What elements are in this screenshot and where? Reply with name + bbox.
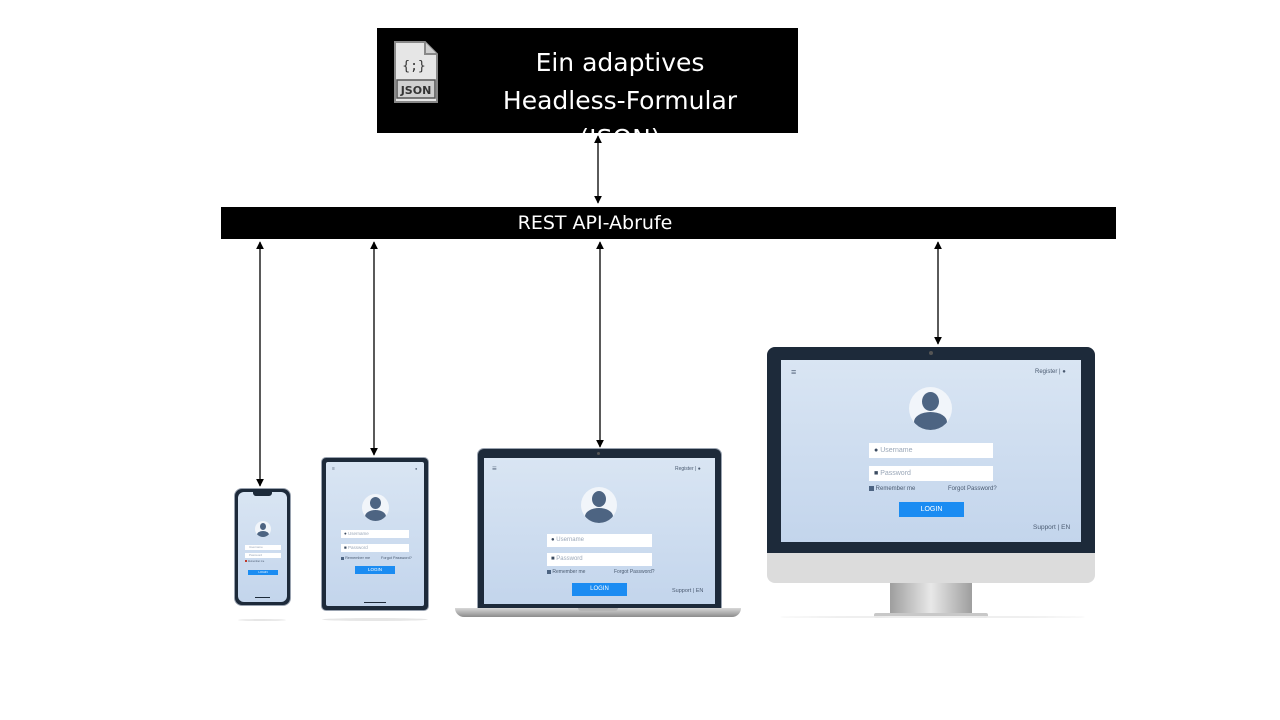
laptop-username-placeholder: Username (556, 537, 584, 543)
monitor-settings-icon[interactable]: ● (1062, 369, 1066, 375)
monitor-stand-foot (874, 613, 988, 618)
laptop-support-link[interactable]: Support (672, 588, 692, 594)
tablet-login-button[interactable]: LOGIN (355, 566, 395, 574)
monitor-forgot-link[interactable]: Forgot Password? (948, 486, 997, 492)
tablet-settings-icon[interactable]: ● (415, 466, 418, 471)
laptop-language[interactable]: EN (695, 588, 704, 594)
phone-remember-label: Remember me (247, 560, 265, 563)
monitor-remember-label: Remember me (875, 486, 916, 493)
phone-username-placeholder: Username (249, 545, 263, 549)
laptop-screen: ≡ Register | ● ● Username ■ Password Rem… (484, 458, 715, 604)
json-icon-label: JSON (400, 84, 432, 97)
laptop-forgot-link[interactable]: Forgot Password? (614, 569, 655, 575)
monitor-username-placeholder: Username (880, 447, 913, 454)
tablet-lock-icon: ■ (344, 545, 347, 550)
monitor-password-placeholder: Password (880, 470, 911, 477)
monitor-footer-links: Support | EN (1033, 524, 1070, 531)
phone-login-button[interactable]: LOGIN (248, 570, 278, 575)
monitor-footer-separator: | (1057, 524, 1060, 531)
monitor-language[interactable]: EN (1061, 524, 1071, 531)
monitor-remember[interactable]: Remember me (869, 486, 915, 492)
phone-avatar (255, 521, 271, 537)
phone-home-bar (255, 597, 270, 598)
laptop-menu-icon[interactable]: ≡ (492, 464, 497, 473)
tablet-screen: ≡ ● ● Username ■ Password Remember me Fo… (326, 462, 424, 606)
laptop-password-field[interactable]: ■ Password (547, 553, 652, 566)
tablet-menu-icon[interactable]: ≡ (332, 466, 335, 472)
laptop-login-button[interactable]: LOGIN (572, 583, 627, 596)
tablet: ≡ ● ● Username ■ Password Remember me Fo… (321, 457, 429, 611)
phone-password-placeholder: Password (249, 553, 263, 557)
phone-password-field[interactable]: Password (245, 553, 281, 558)
tablet-user-icon: ● (344, 531, 347, 536)
api-bar (221, 207, 1116, 239)
phone-remember[interactable]: Remember me (245, 560, 264, 563)
tablet-username-placeholder: Username (347, 531, 369, 536)
monitor-lock-icon: ■ (874, 470, 879, 477)
title-line-1: Ein adaptives (535, 48, 705, 77)
phone-shadow (238, 619, 286, 621)
tablet-remember-label: Remember me (345, 556, 371, 560)
laptop: ≡ Register | ● ● Username ■ Password Rem… (477, 448, 722, 610)
laptop-login-label: LOGIN (590, 586, 609, 592)
laptop-forgot-label: Forgot Password? (614, 569, 655, 575)
tablet-remember[interactable]: Remember me (341, 556, 370, 560)
monitor-login-label: LOGIN (920, 506, 943, 513)
laptop-avatar (581, 487, 617, 523)
json-icon-symbol: {;} (402, 59, 425, 74)
tablet-password-placeholder: Password (347, 545, 368, 550)
monitor-register-separator: | (1059, 369, 1061, 375)
phone-username-field[interactable]: Username (245, 545, 281, 550)
phone-screen: Username Password Remember me LOGIN (238, 492, 287, 602)
monitor-password-field[interactable]: ■ Password (869, 466, 993, 481)
laptop-footer-links: Support | EN (672, 588, 703, 594)
tablet-login-label: LOGIN (367, 567, 382, 572)
laptop-user-icon: ● (551, 537, 555, 543)
monitor-username-field[interactable]: ● Username (869, 443, 993, 458)
monitor-avatar (909, 387, 952, 430)
monitor-login-button[interactable]: LOGIN (899, 502, 964, 517)
monitor-stand-neck (890, 583, 972, 615)
title-box (377, 28, 798, 133)
laptop-base-notch (578, 608, 618, 611)
tablet-home-bar (364, 602, 386, 603)
api-bar-label: REST API-Abrufe (517, 212, 673, 234)
monitor-menu-icon[interactable]: ≡ (791, 367, 797, 377)
laptop-remember[interactable]: Remember me (547, 569, 585, 575)
laptop-register-link[interactable]: Register | ● (675, 466, 701, 472)
laptop-base (455, 608, 741, 617)
laptop-lock-icon: ■ (551, 556, 555, 562)
monitor-register-label: Register (1035, 369, 1058, 375)
monitor-forgot-label: Forgot Password? (948, 486, 997, 492)
monitor-user-icon: ● (874, 447, 879, 454)
tablet-avatar (362, 494, 389, 521)
monitor-shadow (780, 616, 1085, 618)
tablet-shadow (322, 618, 428, 621)
laptop-camera (597, 452, 600, 455)
monitor-screen: ≡ Register | ● ● Username ■ Password Rem… (781, 360, 1081, 542)
phone-login-label: LOGIN (258, 570, 268, 574)
monitor-register-link[interactable]: Register | ● (1035, 369, 1066, 375)
laptop-register-separator: | (695, 466, 697, 472)
tablet-forgot-link[interactable]: Forgot Password? (381, 556, 412, 560)
laptop-password-placeholder: Password (556, 556, 583, 562)
title-text: Ein adaptives Headless-Formular (JSON) (460, 44, 780, 158)
laptop-remember-label: Remember me (552, 569, 586, 575)
laptop-register-label: Register (675, 466, 694, 472)
monitor-support-link[interactable]: Support (1033, 524, 1056, 531)
laptop-settings-icon[interactable]: ● (697, 466, 701, 472)
laptop-username-field[interactable]: ● Username (547, 534, 652, 547)
monitor-camera (929, 351, 933, 355)
tablet-password-field[interactable]: ■ Password (341, 544, 409, 552)
tablet-forgot-label: Forgot Password? (381, 556, 412, 560)
title-line-2: Headless-Formular (JSON) (502, 86, 738, 153)
tablet-username-field[interactable]: ● Username (341, 530, 409, 538)
json-file-icon: {;} JSON (393, 40, 439, 104)
laptop-footer-separator: | (692, 588, 695, 594)
phone-notch (253, 492, 272, 496)
smartphone: Username Password Remember me LOGIN (234, 488, 291, 606)
desktop-monitor: ≡ Register | ● ● Username ■ Password Rem… (767, 347, 1095, 583)
